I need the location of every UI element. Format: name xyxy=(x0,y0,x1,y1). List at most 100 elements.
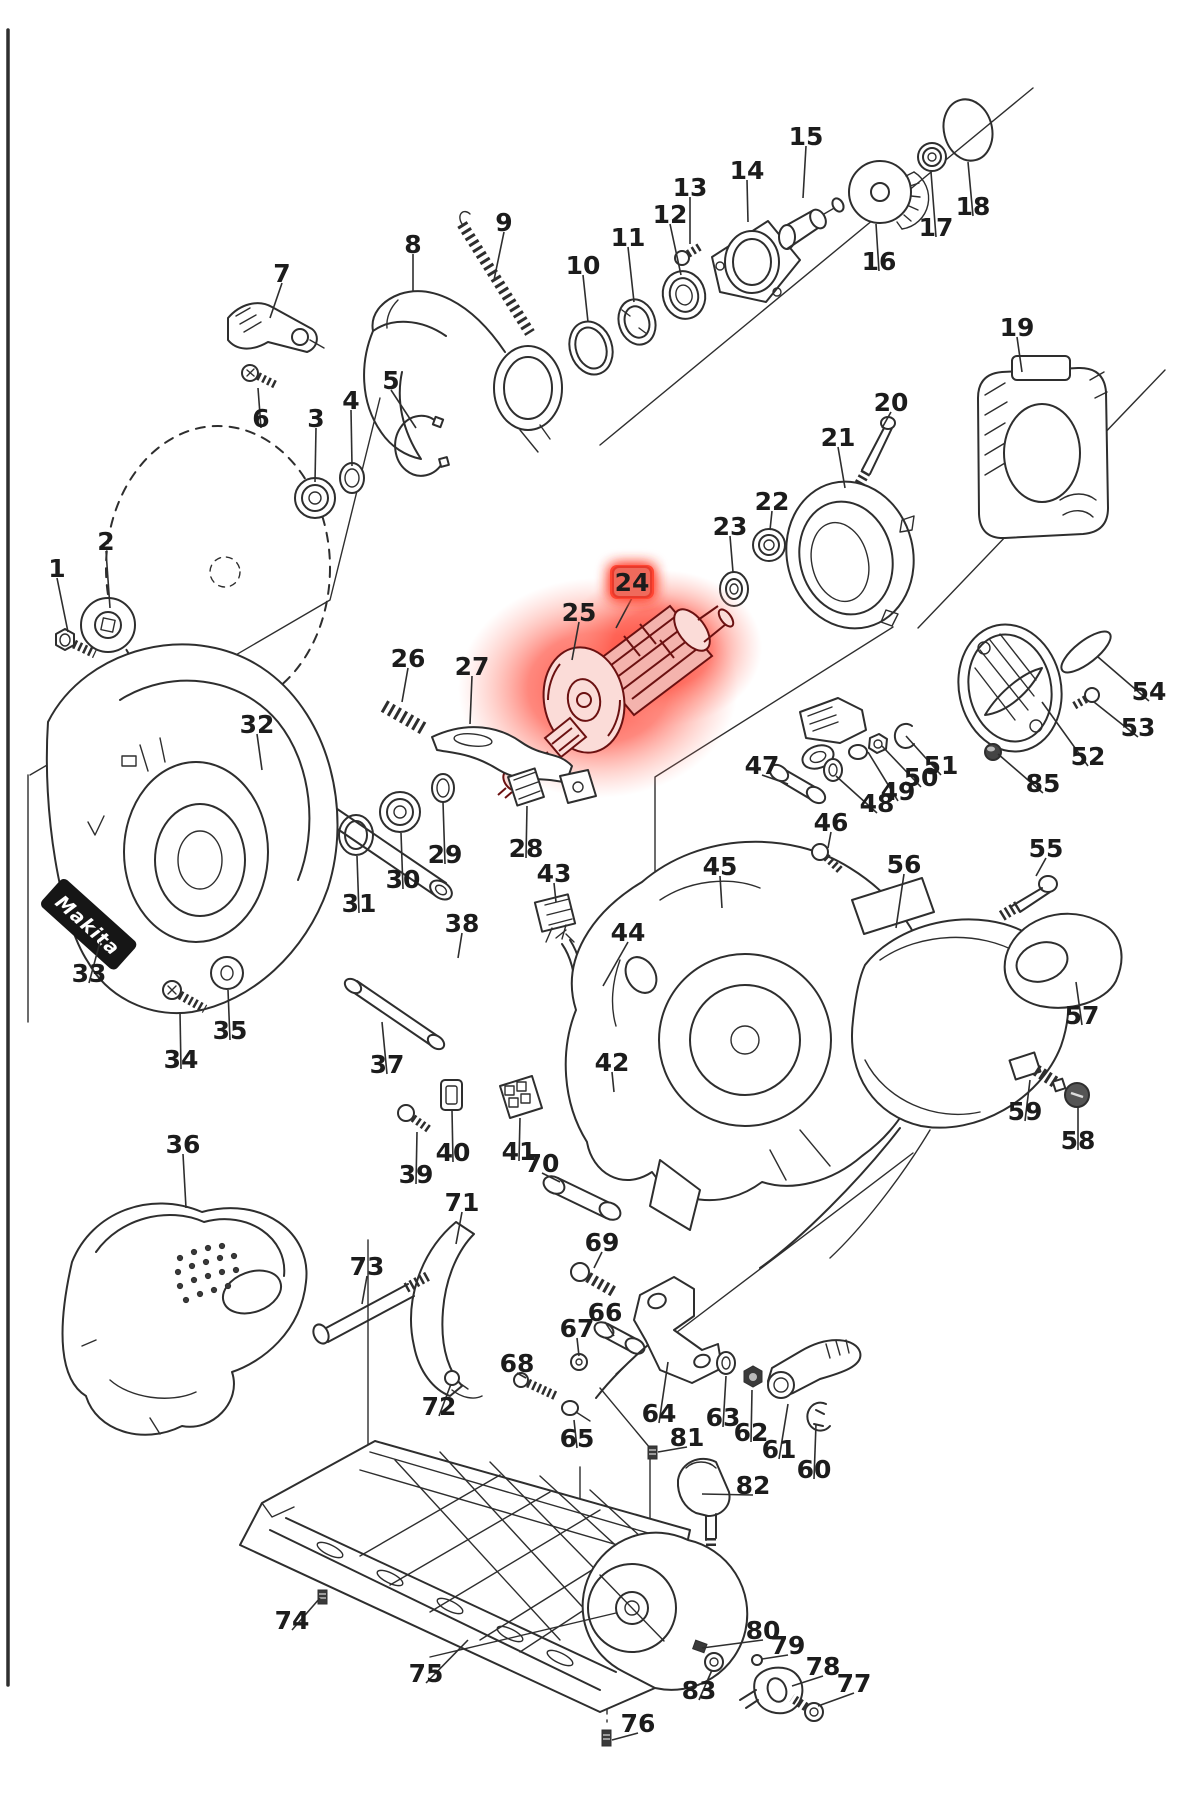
leader-line-76 xyxy=(611,1732,639,1741)
part-label-75: 75 xyxy=(409,1639,469,1688)
part-label-35: 35 xyxy=(213,989,248,1045)
part-79-screw-tiny xyxy=(751,1654,763,1666)
part-number-50: 50 xyxy=(904,763,939,792)
part-number-7: 7 xyxy=(273,259,290,288)
leader-line-61 xyxy=(778,1403,789,1460)
leader-line-27 xyxy=(469,675,473,725)
part-label-23: 23 xyxy=(713,512,748,573)
part-number-82: 82 xyxy=(736,1471,771,1500)
leader-line-34 xyxy=(179,1011,182,1070)
part-number-62: 62 xyxy=(734,1418,769,1447)
leader-line-26 xyxy=(401,667,409,703)
part-label-5: 5 xyxy=(382,366,417,429)
part-number-71: 71 xyxy=(445,1188,480,1217)
part-number-41: 41 xyxy=(502,1137,537,1166)
part-number-53: 53 xyxy=(1121,713,1156,742)
part-27-lever-arm xyxy=(431,726,597,804)
leader-line-5 xyxy=(390,389,417,429)
leader-line-29 xyxy=(442,801,446,865)
part-label-69: 69 xyxy=(585,1228,619,1269)
leader-line-3 xyxy=(314,427,317,483)
part-37-rod xyxy=(343,977,446,1051)
leader-line-44 xyxy=(602,941,629,987)
part-label-82: 82 xyxy=(701,1471,771,1500)
part-65-bolt xyxy=(561,1400,591,1422)
leader-line-77 xyxy=(817,1692,855,1707)
part-14-bearing-retainer xyxy=(711,220,801,303)
part-15-spindle xyxy=(778,197,845,250)
part-number-58: 58 xyxy=(1061,1126,1096,1155)
part-number-16: 16 xyxy=(862,247,897,276)
part-61-clamp-lever xyxy=(767,1339,862,1399)
part-label-14: 14 xyxy=(730,156,764,223)
part-label-73: 73 xyxy=(350,1252,384,1305)
part-label-9: 9 xyxy=(493,208,513,281)
part-number-81: 81 xyxy=(670,1423,705,1452)
part-label-48: 48 xyxy=(835,775,894,818)
part-17-bearing xyxy=(917,142,947,172)
part-label-29: 29 xyxy=(428,801,462,869)
part-74-screw xyxy=(317,1589,328,1605)
part-label-66: 66 xyxy=(588,1298,622,1337)
leader-line-47 xyxy=(761,774,789,785)
part-label-79: 79 xyxy=(761,1631,805,1660)
part-label-62: 62 xyxy=(734,1389,769,1447)
leader-line-80 xyxy=(701,1639,764,1649)
part-label-26: 26 xyxy=(391,644,425,703)
highlight-label-box xyxy=(612,566,652,598)
part-3-bearing xyxy=(294,477,336,519)
leader-line-53 xyxy=(1093,701,1139,738)
part-number-47: 47 xyxy=(745,751,780,780)
leader-line-1 xyxy=(56,577,69,633)
part-label-71: 71 xyxy=(445,1188,480,1245)
part-number-36: 36 xyxy=(166,1130,201,1159)
part-label-50: 50 xyxy=(881,745,939,792)
part-71-curved-lever xyxy=(410,1221,483,1399)
part-number-80: 80 xyxy=(746,1616,781,1645)
part-81-set-screw xyxy=(647,1445,658,1460)
part-label-27: 27 xyxy=(455,652,490,725)
part-label-74: 74 xyxy=(275,1597,321,1635)
part-number-54: 54 xyxy=(1132,677,1167,706)
part-6-screw xyxy=(241,364,278,389)
part-22-bearing xyxy=(752,528,786,562)
part-label-58: 58 xyxy=(1061,1106,1096,1155)
part-number-27: 27 xyxy=(455,652,490,681)
part-number-42: 42 xyxy=(595,1048,630,1077)
part-72-bolt xyxy=(444,1370,469,1390)
part-number-30: 30 xyxy=(386,865,421,894)
leader-line-31 xyxy=(356,855,360,914)
part-label-53: 53 xyxy=(1093,701,1156,742)
part-46-screw xyxy=(811,843,843,873)
leader-line-19 xyxy=(1016,336,1023,373)
leader-line-72 xyxy=(438,1383,452,1417)
part-label-70: 70 xyxy=(525,1149,561,1183)
leader-line-60 xyxy=(813,1423,817,1480)
leader-line-49 xyxy=(867,751,899,802)
leader-line-54 xyxy=(1097,656,1150,702)
leader-line-23 xyxy=(729,535,734,573)
part-number-70: 70 xyxy=(525,1149,560,1178)
leader-line-63 xyxy=(722,1375,727,1428)
part-label-56: 56 xyxy=(887,850,921,929)
leader-line-82 xyxy=(701,1493,754,1496)
part-label-16: 16 xyxy=(862,223,897,276)
part-number-35: 35 xyxy=(213,1016,248,1045)
part-number-52: 52 xyxy=(1071,742,1106,771)
leader-line-43 xyxy=(553,882,557,903)
part-18-o-ring xyxy=(942,98,994,162)
part-number-37: 37 xyxy=(370,1050,405,1079)
part-label-31: 31 xyxy=(342,855,376,918)
leader-line-55 xyxy=(1035,857,1047,877)
part-69-screw xyxy=(570,1262,619,1298)
part-43-brush-box xyxy=(533,893,577,943)
part-number-60: 60 xyxy=(797,1455,832,1484)
part-1-hex-bolt xyxy=(55,628,97,659)
part-number-46: 46 xyxy=(814,808,849,837)
part-number-23: 23 xyxy=(713,512,748,541)
part-number-65: 65 xyxy=(560,1424,595,1453)
leader-line-42 xyxy=(611,1071,615,1093)
leader-line-14 xyxy=(746,179,749,223)
part-label-18: 18 xyxy=(956,161,990,221)
